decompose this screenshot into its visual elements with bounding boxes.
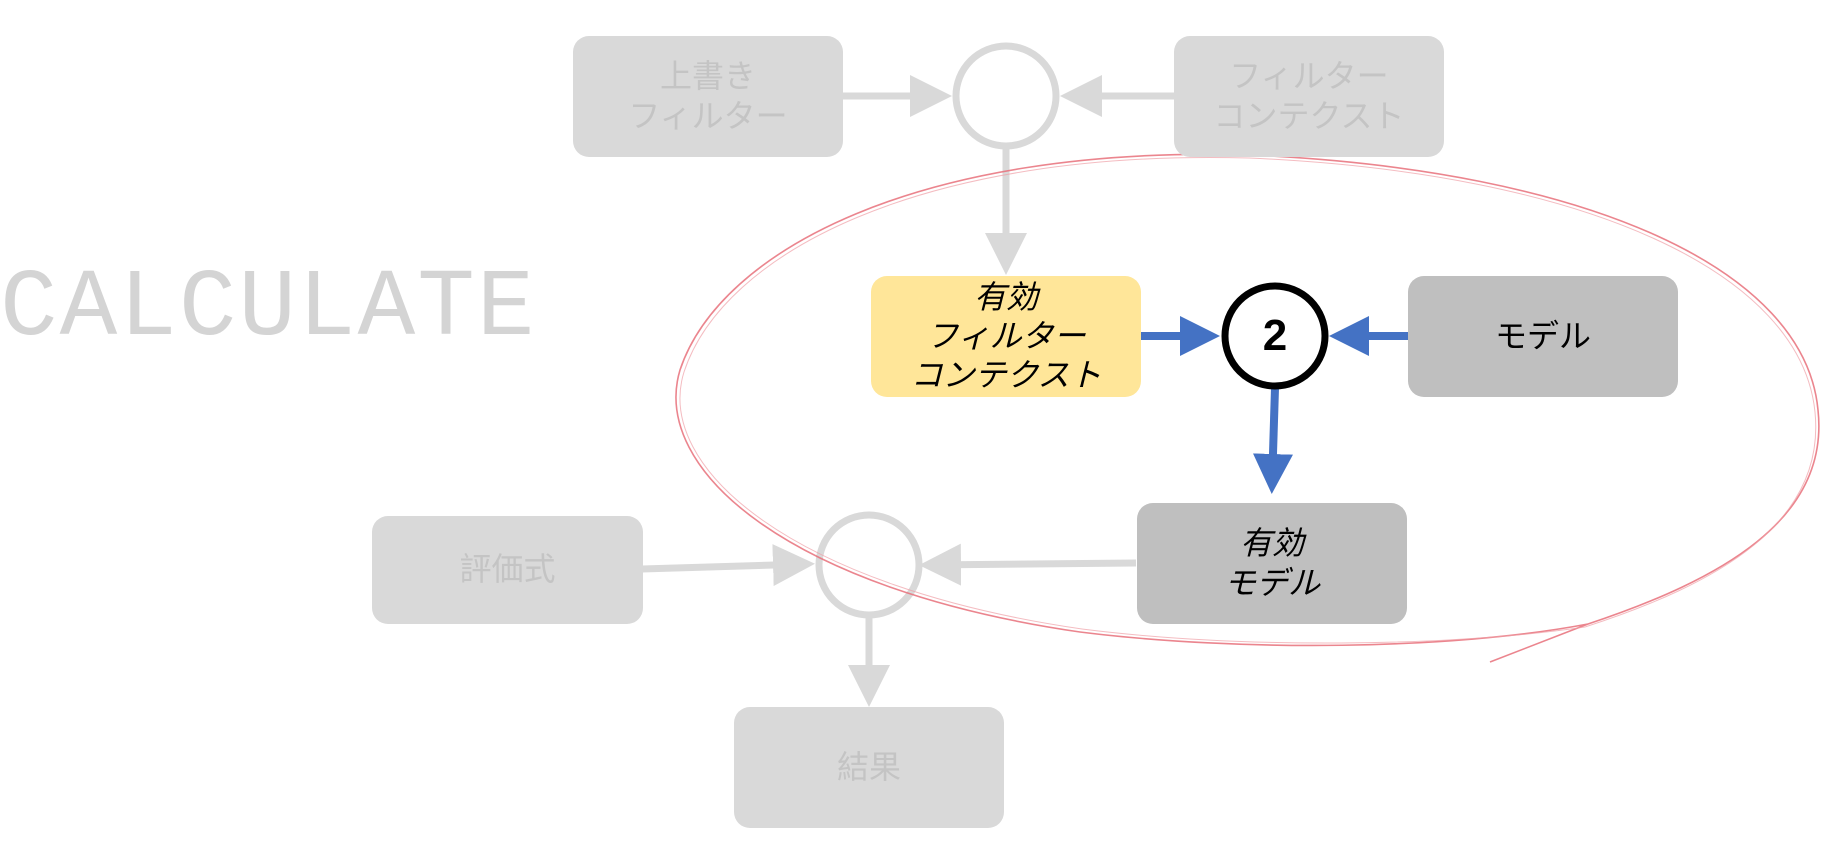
bottom-combine-circle	[815, 511, 923, 619]
effective-model-box: 有効 モデル	[1137, 503, 1407, 624]
model-label: モデル	[1494, 316, 1591, 355]
calculate-title: CALCULATE	[0, 254, 537, 363]
top-combine-circle	[952, 42, 1060, 150]
highlight-ellipse-stroke-2	[679, 156, 1817, 644]
effective-model-label: 有効 モデル	[1223, 524, 1320, 602]
effective-filter-context-box: 有効 フィルター コンテクスト	[871, 276, 1141, 397]
override-filter-label: 上書き フィルター	[628, 57, 788, 135]
override-filter-box: 上書き フィルター	[573, 36, 843, 157]
arrow-expression-to-bottom-circle	[641, 544, 815, 587]
arrow-step-circle-to-effective-model	[1252, 387, 1293, 494]
filter-context-label: フィルター コンテクスト	[1213, 57, 1405, 135]
filter-context-box: フィルター コンテクスト	[1174, 36, 1444, 157]
model-box: モデル	[1408, 276, 1678, 397]
expression-label: 評価式	[459, 550, 556, 589]
effective-filter-context-label: 有効 フィルター コンテクスト	[910, 277, 1102, 395]
result-box: 結果	[734, 707, 1004, 828]
expression-box: 評価式	[372, 516, 643, 624]
highlight-ellipse	[675, 153, 1820, 663]
step-number: 2	[1262, 311, 1288, 360]
result-label: 結果	[836, 747, 901, 786]
step-circle	[1221, 282, 1329, 390]
arrow-effective-model-to-bottom-circle	[919, 543, 1137, 586]
